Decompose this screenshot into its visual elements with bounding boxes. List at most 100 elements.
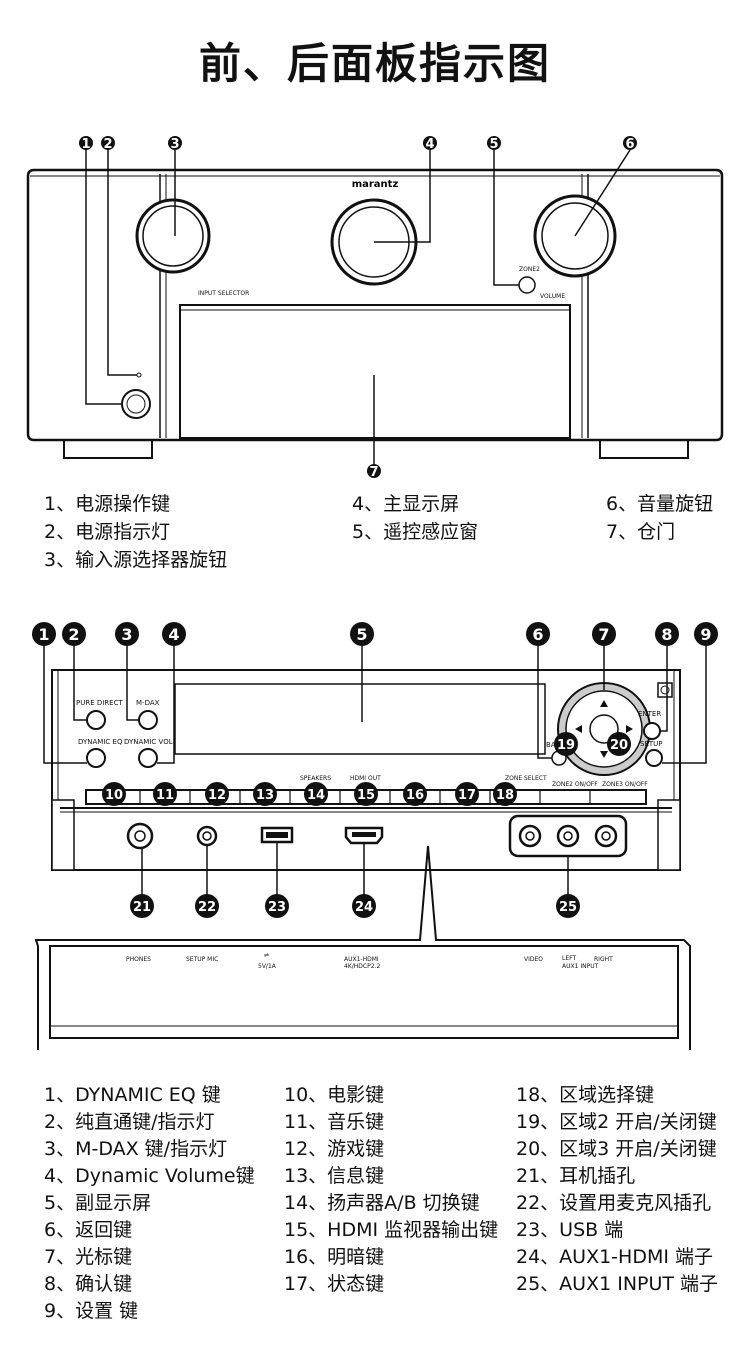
callout-1: 1: [79, 136, 93, 152]
page-title: 前、后面板指示图: [198, 39, 551, 88]
legend-item: 6、返回键: [44, 1219, 133, 1241]
front-legend-col1: 1、电源操作键 2、电源指示灯 3、输入源选择器旋钮: [44, 490, 227, 574]
hdmi-out-label: HDMI OUT: [350, 775, 381, 782]
detail-callout-17: 17: [455, 782, 479, 806]
legend-item: 3、输入源选择器旋钮: [44, 549, 228, 571]
svg-text:23: 23: [268, 900, 286, 915]
detail-callout-13: 13: [253, 782, 277, 806]
detail-callout-25: 25: [556, 894, 580, 918]
svg-text:24: 24: [355, 900, 373, 915]
cursor-right-icon[interactable]: [626, 725, 633, 733]
legend-item: 10、电影键: [284, 1084, 385, 1106]
m-dax-button[interactable]: [138, 710, 158, 730]
setup-label: SETUP: [640, 740, 663, 748]
svg-text:2: 2: [68, 625, 79, 644]
svg-text:1: 1: [81, 137, 90, 152]
svg-text:20: 20: [610, 738, 628, 753]
legend-item: 5、遥控感应窗: [352, 521, 479, 543]
zone2-onoff-label: ZONE2 ON/OFF: [552, 781, 598, 788]
legend-item: 6、音量旋钮: [606, 493, 714, 515]
legend-item: 14、扬声器A/B 切换键: [284, 1192, 480, 1214]
zone3-onoff-label: ZONE3 ON/OFF: [602, 781, 648, 788]
volume-label: VOLUME: [540, 293, 565, 300]
zone2-small-label: ZONE2: [519, 266, 540, 273]
detail-callout-12: 12: [205, 782, 229, 806]
legend-item: 5、副显示屏: [44, 1192, 152, 1214]
front-door: [179, 304, 571, 439]
dynamic-eq-button[interactable]: [86, 748, 106, 768]
callout-7: 7: [367, 464, 381, 480]
aux-hdcp-label: 4K/HDCP2.2: [344, 963, 380, 970]
speakers-label: SPEAKERS: [300, 775, 331, 782]
legend-item: 7、仓门: [606, 521, 676, 543]
detail-legend-col1: 1、DYNAMIC EQ 键 2、纯直通键/指示灯 3、M-DAX 键/指示灯 …: [44, 1082, 255, 1325]
detail-callout-7: 7: [592, 622, 616, 646]
detail-callout-16: 16: [403, 782, 427, 806]
svg-text:1: 1: [38, 625, 49, 644]
legend-item: 16、明暗键: [284, 1246, 385, 1268]
legend-item: 4、Dynamic Volume键: [44, 1165, 255, 1187]
brand-logo: marantz: [352, 179, 399, 190]
legend-item: 7、光标键: [44, 1246, 133, 1268]
svg-text:7: 7: [598, 625, 609, 644]
pure-direct-label: PURE DIRECT: [76, 699, 123, 707]
dynamic-vol-button[interactable]: [138, 748, 158, 768]
svg-text:12: 12: [208, 788, 226, 803]
legend-item: 1、电源操作键: [44, 493, 171, 515]
front-panel-diagram: marantz INPUT SELECTOR VOLUME ZONE2 1 2 …: [26, 136, 724, 480]
setup-button[interactable]: [645, 749, 663, 767]
svg-text:25: 25: [559, 900, 577, 915]
svg-text:5: 5: [489, 137, 498, 152]
input-selector-label: INPUT SELECTOR: [198, 290, 249, 297]
legend-item: 11、音乐键: [284, 1111, 385, 1133]
legend-item: 2、电源指示灯: [44, 521, 171, 543]
legend-item: 25、AUX1 INPUT 端子: [516, 1273, 719, 1295]
zoom-panel: [49, 945, 679, 1039]
svg-text:6: 6: [532, 625, 543, 644]
zone-select-label: ZONE SELECT: [505, 775, 547, 782]
svg-text:6: 6: [625, 137, 634, 152]
aux-hdmi-label: AUX1-HDMI: [344, 956, 379, 963]
detail-callout-4: 4: [162, 622, 186, 646]
svg-text:7: 7: [369, 465, 378, 480]
svg-text:8: 8: [661, 625, 672, 644]
sub-display: [174, 683, 546, 755]
legend-item: 24、AUX1-HDMI 端子: [516, 1246, 713, 1268]
callout-4: 4: [423, 136, 437, 152]
svg-text:21: 21: [133, 900, 151, 915]
legend-item: 15、HDMI 监视器输出键: [284, 1219, 499, 1241]
svg-text:13: 13: [256, 788, 274, 803]
right-label: RIGHT: [594, 956, 613, 963]
enter-button[interactable]: [643, 722, 661, 740]
front-legend-col3: 6、音量旋钮 7、仓门: [606, 490, 713, 546]
m-dax-label: M-DAX: [136, 699, 160, 707]
legend-item: 19、区域2 开启/关闭键: [516, 1111, 717, 1133]
legend-item: 18、区域选择键: [516, 1084, 655, 1106]
legend-item: 8、确认键: [44, 1273, 133, 1295]
svg-text:9: 9: [700, 625, 711, 644]
legend-item: 1、DYNAMIC EQ 键: [44, 1084, 221, 1106]
svg-text:3: 3: [170, 137, 179, 152]
detail-callout-11: 11: [153, 782, 177, 806]
legend-item: 9、设置 键: [44, 1300, 139, 1322]
front-legend-col2: 4、主显示屏 5、遥控感应窗: [352, 490, 478, 546]
legend-item: 2、纯直通键/指示灯: [44, 1111, 215, 1133]
setup-mic-label: SETUP MIC: [186, 956, 218, 963]
detail-callout-1: 1: [32, 622, 56, 646]
cursor-left-icon[interactable]: [575, 725, 582, 733]
callout-2: 2: [101, 136, 115, 152]
detail-callout-24: 24: [352, 894, 376, 918]
detail-callout-5: 5: [350, 622, 374, 646]
cursor-down-icon[interactable]: [600, 751, 608, 758]
left-label: LEFT: [562, 955, 576, 962]
aux1-input-label: AUX1 INPUT: [562, 963, 599, 970]
svg-text:22: 22: [198, 900, 216, 915]
usb-icon: ⇌: [264, 952, 269, 959]
svg-text:18: 18: [496, 788, 514, 803]
cursor-up-icon[interactable]: [600, 700, 608, 707]
svg-text:10: 10: [105, 788, 123, 803]
legend-item: 21、耳机插孔: [516, 1165, 636, 1187]
legend-item: 23、USB 端: [516, 1219, 624, 1241]
pure-direct-button[interactable]: [86, 710, 106, 730]
svg-text:4: 4: [425, 137, 434, 152]
